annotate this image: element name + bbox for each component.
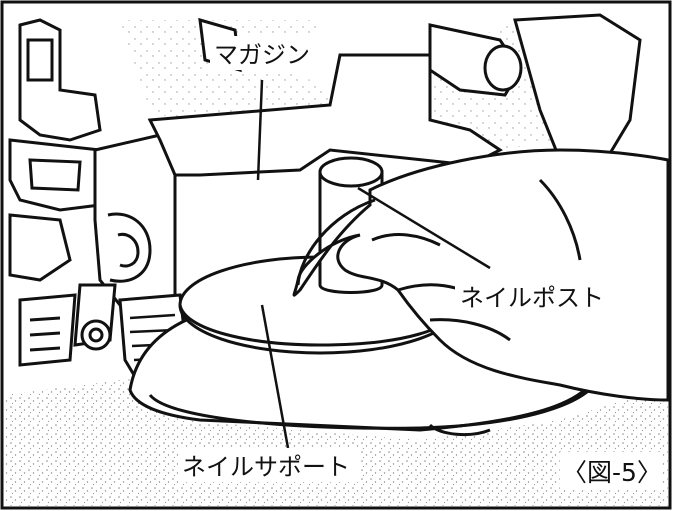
leader-line-magazine <box>256 79 264 181</box>
leader-lines <box>256 79 491 449</box>
figure-number: 〈図-5〉 <box>562 458 662 487</box>
leader-line-nail-post <box>357 186 491 270</box>
magazine-plate <box>147 13 642 177</box>
leader-line-nail-support <box>260 304 290 449</box>
magazine-housing <box>8 18 192 387</box>
label-nail-support: ネイルサポート <box>182 453 350 481</box>
label-nail-post: ネイルポスト <box>460 284 604 312</box>
label-magazine: マガジン <box>214 41 310 69</box>
hand-illustration <box>292 148 670 402</box>
